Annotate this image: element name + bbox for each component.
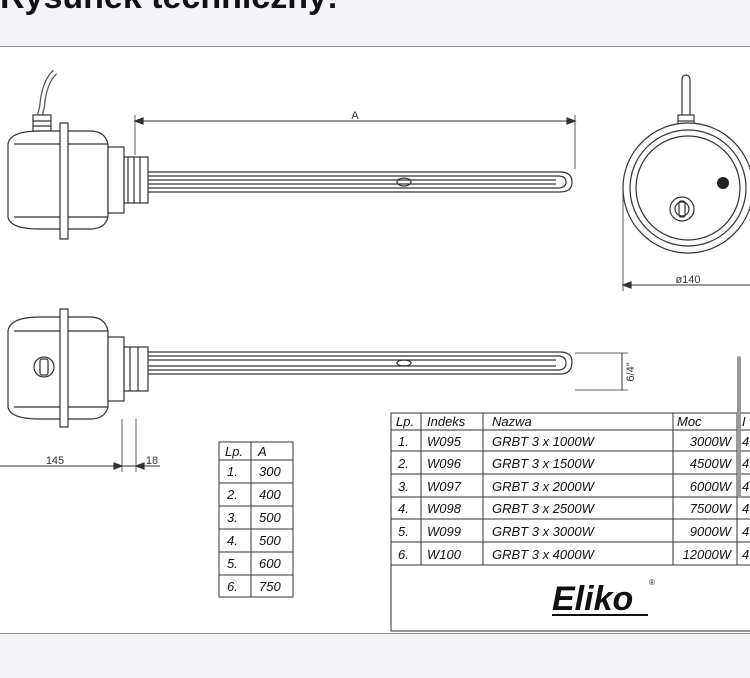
length-table-cell: 3. (227, 510, 238, 525)
spec-table-cell: 4 (742, 547, 749, 562)
length-table-cell: 1. (227, 464, 238, 479)
length-table-cell: 6. (227, 579, 238, 594)
dimension-length-label: A (351, 110, 359, 122)
heater-top-view (7, 69, 577, 240)
technical-drawing: A ø140 6/4" 145 18 Lp. A 1. 300 2. 400 3… (0, 46, 750, 634)
spec-table-row: 4. W098 GRBT 3 x 2500W 7500W 4 (398, 501, 749, 516)
spec-table-cell: GRBT 3 x 2000W (492, 479, 596, 494)
eliko-logo: Eliko ® (552, 578, 655, 618)
spec-table-cell: W100 (427, 547, 462, 562)
length-table-cell: 5. (227, 556, 238, 571)
spec-table-cell: GRBT 3 x 1000W (492, 434, 596, 449)
length-table-header: A (257, 444, 267, 459)
logo-registered-mark: ® (649, 578, 655, 587)
length-table-cell: 500 (259, 510, 281, 525)
spec-table-cell: W099 (427, 524, 461, 539)
spec-table-cell: 1. (398, 434, 409, 449)
dimension-depth-label: 145 (46, 455, 64, 467)
spec-table-cell: GRBT 3 x 3000W (492, 524, 596, 539)
spec-table-cell: 7500W (690, 501, 733, 516)
dimension-flange-label: 18 (146, 455, 158, 467)
length-table-cell: 300 (259, 464, 281, 479)
spec-table-cell: GRBT 3 x 4000W (492, 547, 596, 562)
spec-table-cell: 3. (398, 479, 409, 494)
page-title: Rysunek techniczny: (0, 0, 338, 17)
scrollbar[interactable] (737, 356, 741, 498)
spec-table-cell: 12000W (683, 547, 733, 562)
dimension-thread-label: 6/4" (625, 362, 637, 381)
spec-table-cell: 4 (742, 479, 749, 494)
length-table-header: Lp. (225, 444, 243, 459)
logo-text: Eliko (552, 580, 633, 618)
spec-table-row: 1. W095 GRBT 3 x 1000W 3000W 4 (398, 434, 749, 449)
length-table-cell: 2. (226, 487, 238, 502)
spec-table-row: 6. W100 GRBT 3 x 4000W 12000W 4 (398, 547, 749, 562)
spec-table: Lp. Indeks Nazwa Moc I 1. W095 GRBT 3 x … (390, 412, 750, 632)
length-table-cell: 750 (259, 579, 281, 594)
length-table-cell: 600 (259, 556, 281, 571)
spec-table-cell: 3000W (690, 434, 733, 449)
spec-table-cell: W098 (427, 501, 462, 516)
spec-table-cell: W096 (427, 456, 462, 471)
spec-table-cell: 4 (742, 456, 749, 471)
heater-end-view (621, 74, 750, 291)
spec-table-cell: W095 (427, 434, 462, 449)
spec-table-cell: 5. (398, 524, 409, 539)
spec-table-header: Moc (677, 414, 702, 429)
spec-table-row: 5. W099 GRBT 3 x 3000W 9000W 4 (398, 524, 749, 539)
length-table-cell: 500 (259, 533, 281, 548)
spec-table-cell: 9000W (690, 524, 733, 539)
spec-table-cell: 6. (398, 547, 409, 562)
dimension-diameter-label: ø140 (675, 274, 700, 286)
spec-table-header: Indeks (427, 414, 466, 429)
spec-table-header: Nazwa (492, 414, 532, 429)
spec-table-cell: 4 (742, 501, 749, 516)
length-table-cell: 400 (259, 487, 281, 502)
spec-table-row: 3. W097 GRBT 3 x 2000W 6000W 4 (398, 479, 749, 494)
heater-bottom-view (0, 308, 628, 472)
spec-table-cell: 4500W (690, 456, 733, 471)
spec-table-header: I (742, 414, 746, 429)
spec-table-cell: GRBT 3 x 2500W (492, 501, 596, 516)
spec-table-cell: GRBT 3 x 1500W (492, 456, 596, 471)
spec-table-cell: 6000W (690, 479, 733, 494)
spec-table-cell: 2. (397, 456, 409, 471)
spec-table-cell: W097 (427, 479, 462, 494)
spec-table-row: 2. W096 GRBT 3 x 1500W 4500W 4 (397, 456, 749, 471)
spec-table-cell: 4 (742, 524, 749, 539)
spec-table-cell: 4. (398, 501, 409, 516)
spec-table-cell: 4 (742, 434, 749, 449)
length-table-cell: 4. (227, 533, 238, 548)
length-table: Lp. A 1. 300 2. 400 3. 500 4. 500 5. 600… (218, 441, 294, 598)
spec-table-header: Lp. (396, 414, 414, 429)
